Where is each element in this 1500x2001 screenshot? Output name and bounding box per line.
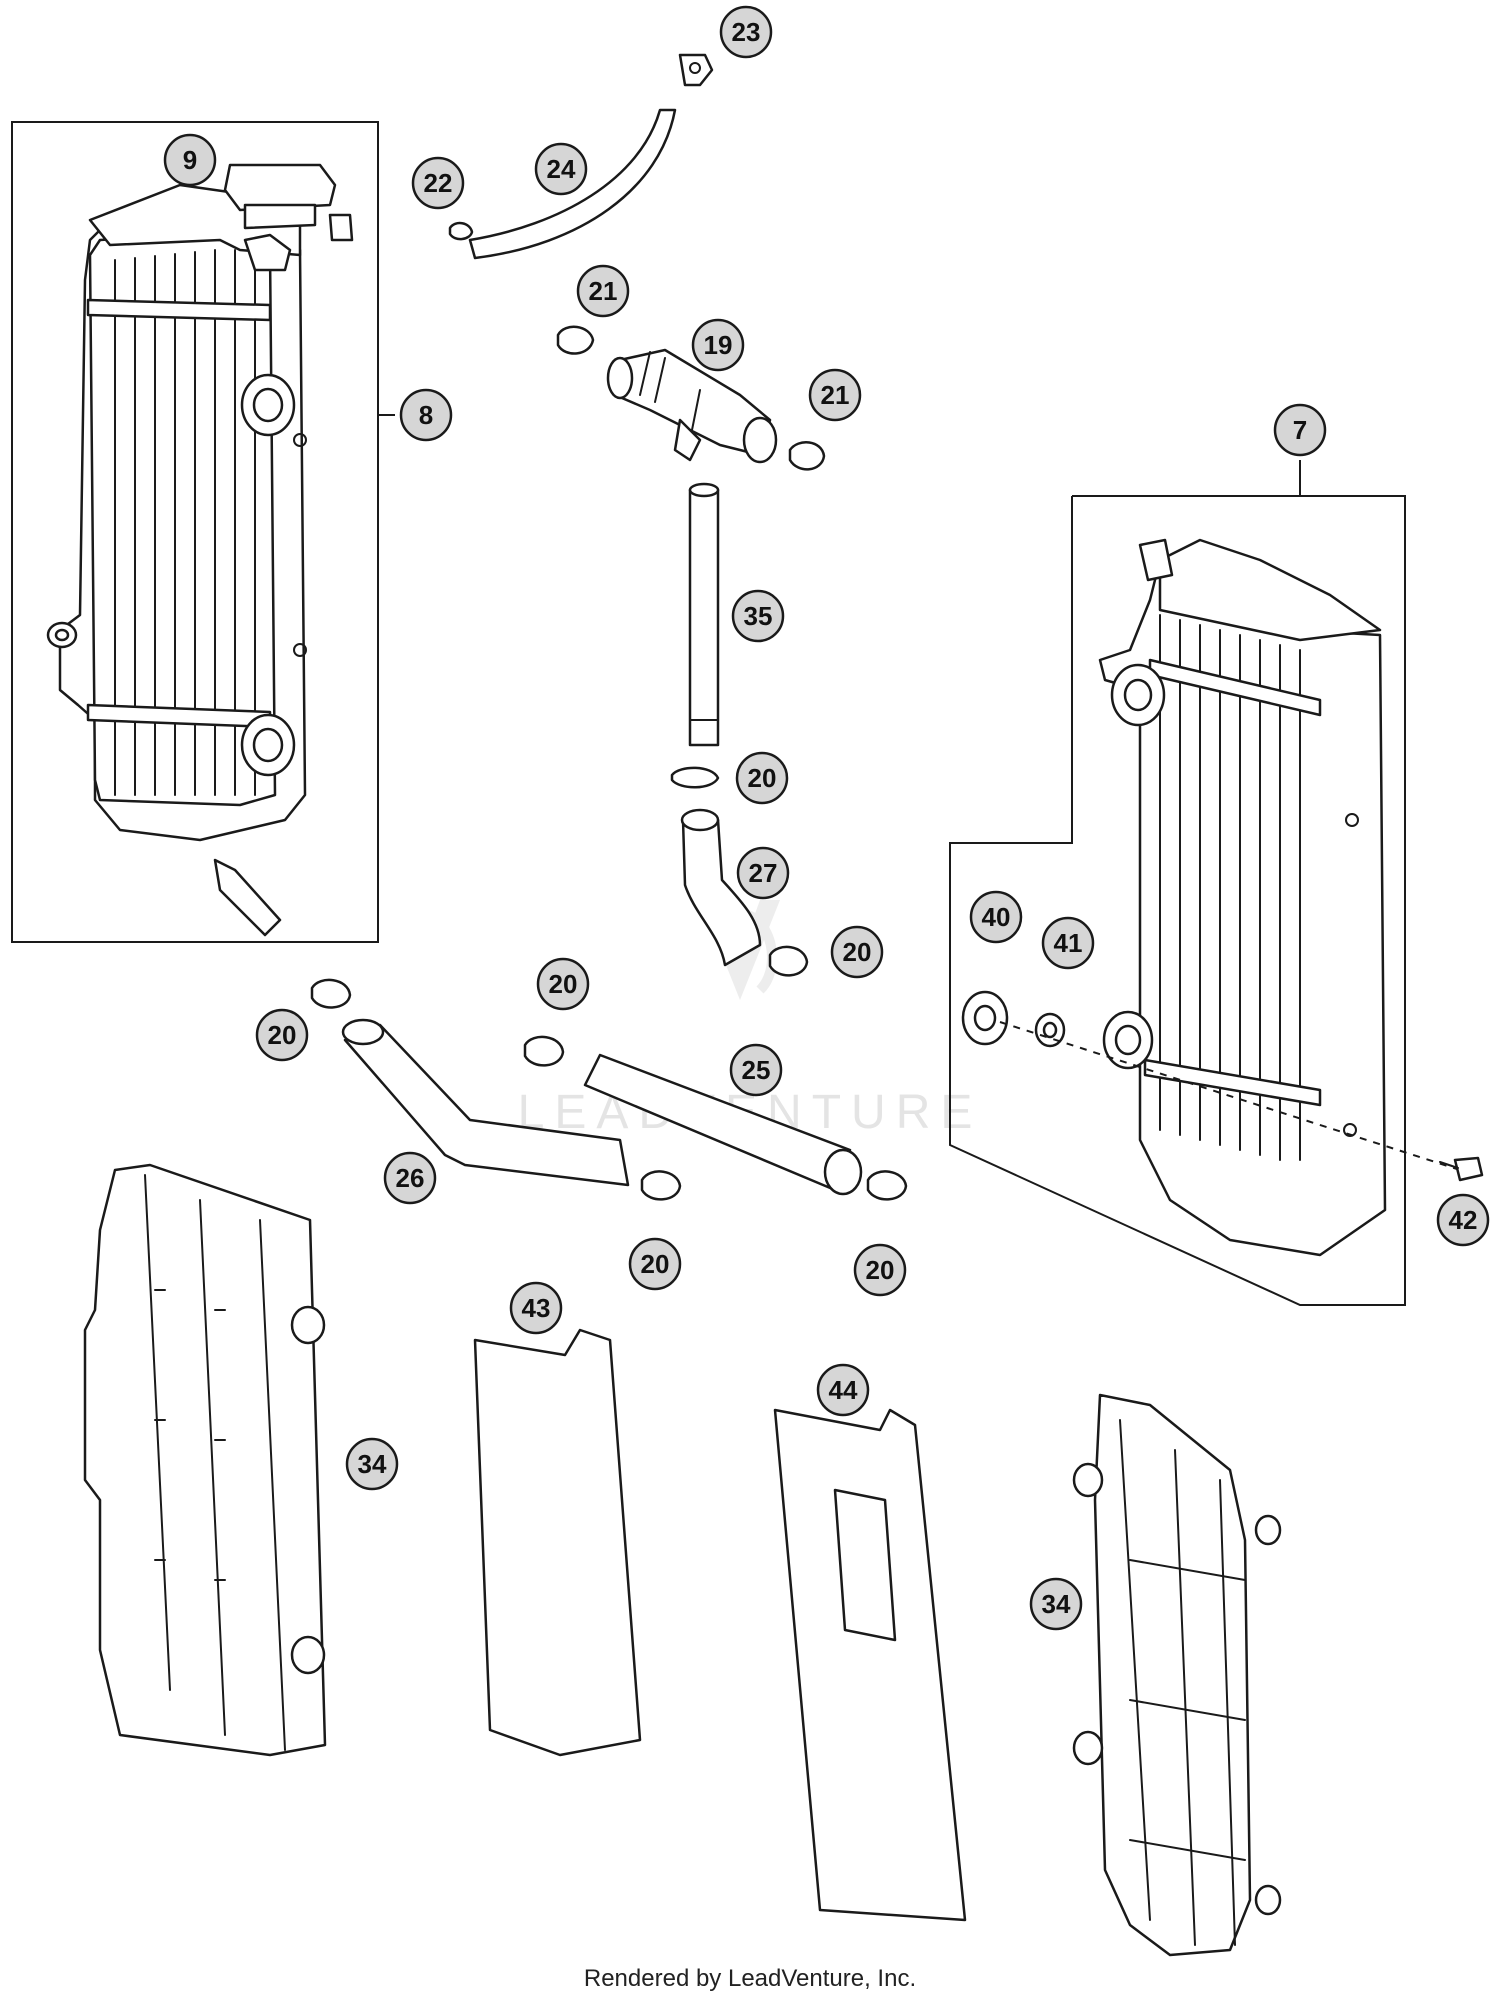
svg-text:34: 34 [358,1449,387,1479]
svg-text:9: 9 [183,145,197,175]
svg-text:21: 21 [821,380,850,410]
callout-42: 42 [1436,1193,1490,1247]
hose-clamp-20-c[interactable] [310,978,352,1009]
washer[interactable] [1034,1012,1066,1048]
callout-7: 7 [1273,403,1327,457]
svg-text:43: 43 [522,1293,551,1323]
svg-text:42: 42 [1449,1205,1478,1235]
svg-text:20: 20 [866,1255,895,1285]
coolant-hose-26[interactable] [343,1023,630,1187]
callout-9: 9 [163,133,217,187]
svg-text:8: 8 [419,400,433,430]
leader-lines [378,414,1301,496]
svg-text:41: 41 [1054,928,1083,958]
callout-19: 19 [691,318,745,372]
hose-clamp-20-d[interactable] [523,1035,565,1067]
callout-24: 24 [534,142,588,196]
radiator-guard-left[interactable] [83,1163,327,1757]
callout-41: 41 [1041,916,1095,970]
callout-34-left: 34 [345,1437,399,1491]
svg-text:34: 34 [1042,1589,1071,1619]
callout-22: 22 [411,156,465,210]
callout-34-right: 34 [1029,1577,1083,1631]
hose-clamp-21-left[interactable] [556,325,595,355]
coolant-hose-25[interactable] [583,1053,852,1192]
svg-text:7: 7 [1293,415,1307,445]
hose-clamp-20-e[interactable] [640,1170,682,1201]
svg-text:25: 25 [742,1055,771,1085]
callout-26: 26 [383,1151,437,1205]
callout-20-e: 20 [628,1237,682,1291]
hose-clamp-20-b[interactable] [768,945,809,977]
callout-21-top: 21 [576,264,630,318]
svg-text:40: 40 [982,902,1011,932]
callout-43: 43 [509,1281,563,1335]
hose-clamp-small[interactable] [448,221,474,241]
radiator-left[interactable] [46,183,307,937]
svg-text:20: 20 [748,763,777,793]
coolant-pipe[interactable] [688,482,720,747]
hose-clamp-21-right[interactable] [788,441,826,471]
footer-credit: Rendered by LeadVenture, Inc. [583,1965,917,1992]
svg-text:20: 20 [843,937,872,967]
hose-clamp-20-a[interactable] [670,766,720,789]
callout-21-right: 21 [808,368,862,422]
radiator-cap[interactable] [223,163,354,242]
callout-20-d: 20 [536,957,590,1011]
radiator-right[interactable] [1098,538,1387,1257]
callout-40: 40 [969,890,1023,944]
svg-text:24: 24 [547,154,576,184]
coolant-hose-27[interactable] [681,818,762,967]
svg-text:23: 23 [732,17,761,47]
svg-text:19: 19 [704,330,733,360]
callout-20-b: 20 [830,925,884,979]
svg-text:20: 20 [549,969,578,999]
svg-text:35: 35 [744,601,773,631]
callout-8: 8 [399,388,453,442]
thermostat-housing[interactable] [606,348,778,464]
callout-35: 35 [731,589,785,643]
callout-27: 27 [736,846,790,900]
rubber-grommet[interactable] [961,990,1009,1046]
svg-text:27: 27 [749,858,778,888]
svg-text:22: 22 [424,168,453,198]
hose-clamp-20-f[interactable] [866,1170,908,1201]
radiator-guard-right[interactable] [1072,1393,1282,1957]
overflow-hose[interactable] [468,108,677,260]
svg-text:21: 21 [589,276,618,306]
svg-text:44: 44 [829,1375,858,1405]
assembly-frame-left [11,121,379,943]
hose-fitting[interactable] [678,53,714,87]
callout-20-c: 20 [255,1008,309,1062]
callout-25: 25 [729,1043,783,1097]
assembly-frame-right [949,495,1406,1306]
svg-text:20: 20 [641,1249,670,1279]
callout-44: 44 [816,1363,870,1417]
svg-text:20: 20 [268,1020,297,1050]
svg-text:26: 26 [396,1163,425,1193]
mesh-insert-43[interactable] [473,1328,642,1757]
mounting-bolt[interactable] [1439,1156,1484,1182]
callout-23: 23 [719,5,773,59]
callout-20-a: 20 [735,751,789,805]
mesh-insert-44[interactable] [773,1408,967,1922]
callout-20-f: 20 [853,1243,907,1297]
mounting-axis [999,1021,1461,1171]
